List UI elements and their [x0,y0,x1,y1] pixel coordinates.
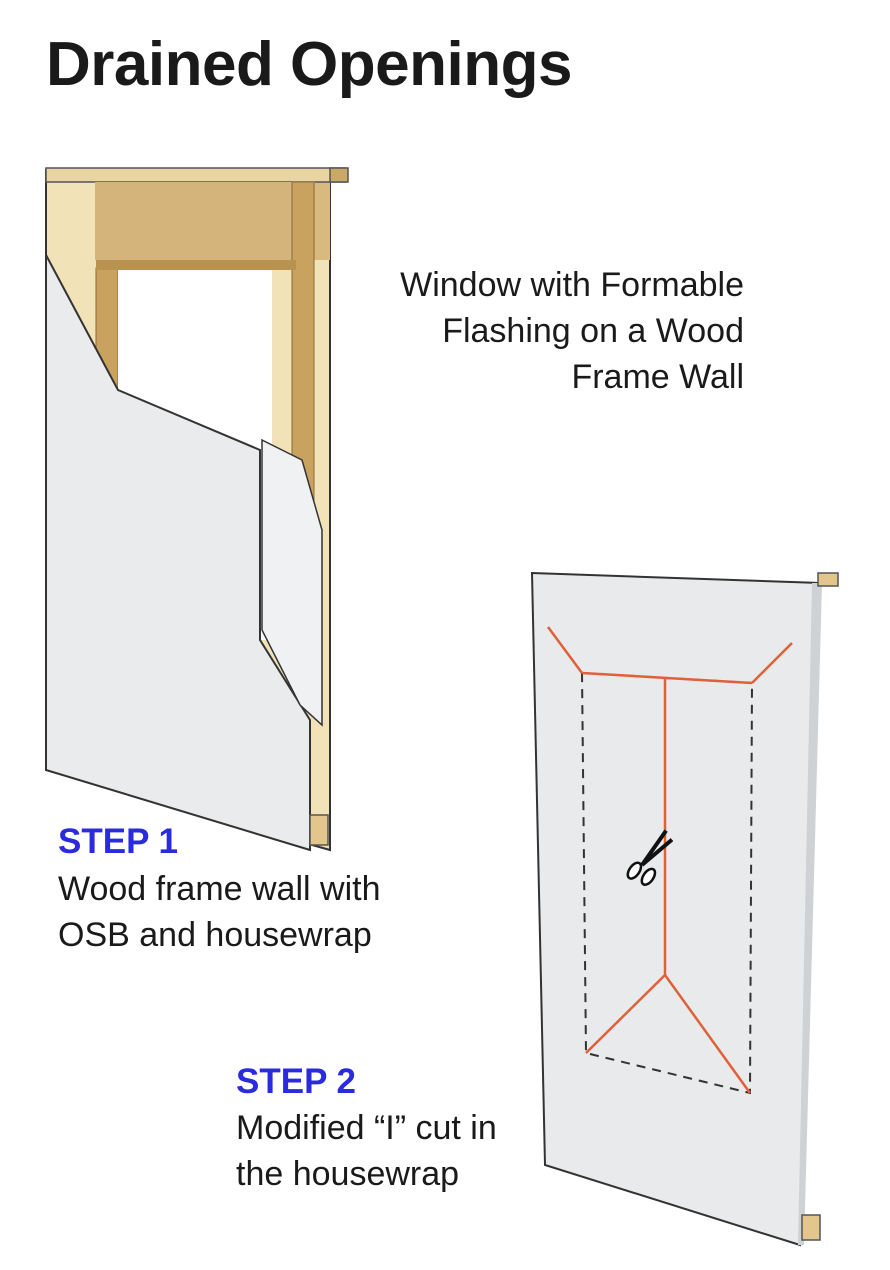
step1-label: STEP 1 [58,822,178,861]
page-title: Drained Openings [46,30,572,99]
step2-description: Modified “I” cut in the housewrap [236,1105,497,1197]
step2-desc-line: the housewrap [236,1155,460,1193]
opening-header [96,260,296,270]
wall-edge [798,583,822,1245]
top-plate-end [817,572,839,587]
illustration-caption: Window with Formable Flashing on a Wood … [324,262,744,400]
step2-desc-line: Modified “I” cut in [236,1109,497,1147]
modified-i-cut [546,626,793,1094]
housewrap-sheet [45,254,311,852]
bottom-plate [801,1214,821,1241]
caption-line: Flashing on a Wood [442,312,744,350]
step1-wall-illustration [45,167,349,852]
housewrap-flap [261,438,323,727]
bottom-plate [309,814,329,846]
top-plate-end [329,167,349,183]
caption-line: Frame Wall [571,358,744,396]
step1-desc-line: Wood frame wall with [58,870,381,908]
header-beam [95,182,315,260]
step2-wall-illustration [530,571,839,1247]
housewrap-wall [530,571,822,1247]
scissors-icon [626,829,674,886]
top-plate [45,167,347,183]
step1-description: Wood frame wall with OSB and housewrap [58,866,381,958]
rough-opening [118,270,272,640]
caption-line: Window with Formable [400,266,744,304]
step2-label: STEP 2 [236,1062,356,1101]
step1-desc-line: OSB and housewrap [58,916,372,954]
